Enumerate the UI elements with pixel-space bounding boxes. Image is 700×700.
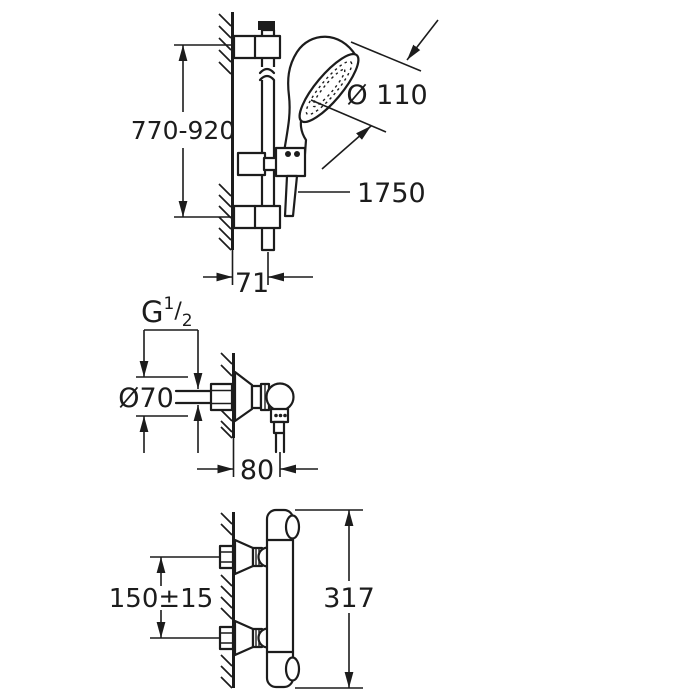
thermostat-body xyxy=(265,508,295,689)
wall-bracket-bottom xyxy=(232,204,282,230)
hose-coupling-dot xyxy=(285,151,291,157)
hand-shower-spray-ring-outer xyxy=(305,60,353,116)
view-shower-rail-set: 770-920 Ø 110 1750 71 xyxy=(131,12,439,299)
union-cylinder xyxy=(250,384,263,410)
view-wall-union: G1/2 Ø70 80 xyxy=(118,294,318,486)
wall-hatching-union-view xyxy=(220,352,233,439)
wall-bracket-top xyxy=(232,34,282,60)
hose-outlet xyxy=(269,407,290,454)
hand-shower-face xyxy=(298,52,360,124)
view-thermostat: 150±15 317 xyxy=(109,508,375,689)
supply-nipple xyxy=(174,389,213,405)
dim-wall-to-rail-label: 71 xyxy=(235,268,269,299)
dimension-body-height: 317 xyxy=(295,509,375,689)
ball-joint xyxy=(265,382,295,412)
thermostat-body-seams xyxy=(265,538,295,654)
dim-rail-height-label: 770-920 xyxy=(131,116,235,145)
escutcheon-cone xyxy=(233,370,254,423)
dimension-wall-to-rail: 71 xyxy=(203,250,313,299)
dim-escutcheon-diameter-label: Ø70 xyxy=(118,383,174,414)
dim-hose-length-label: 1750 xyxy=(357,178,426,209)
dim-thread-label: G1/2 xyxy=(141,294,193,331)
dim-wall-to-outlet-label: 80 xyxy=(240,455,274,486)
shower-hose xyxy=(283,174,299,218)
glide-element xyxy=(236,146,307,178)
hose-coupling-dot xyxy=(294,151,300,157)
hand-shower-spray-ring-inner xyxy=(312,68,346,108)
dim-head-diameter-label: Ø 110 xyxy=(346,80,427,111)
dimension-thread-size: G1/2 xyxy=(139,294,203,453)
union-nut xyxy=(209,382,234,412)
dimension-rail-height: 770-920 xyxy=(131,44,235,218)
dimension-hose-length: 1750 xyxy=(298,178,426,209)
dimension-connection-spacing: 150±15 xyxy=(109,556,219,639)
thermostat-handle-bottom xyxy=(284,656,301,682)
dimension-head-diameter: Ø 110 xyxy=(310,19,439,170)
dimension-escutcheon-diameter: Ø70 xyxy=(118,376,188,453)
wall-hatching-top-view xyxy=(218,13,232,251)
rail-break-symbol xyxy=(258,67,277,82)
wall-hatching-thermostat-view xyxy=(220,512,233,689)
rail-end-cap xyxy=(258,21,275,30)
thermostat-handle-top xyxy=(284,514,301,540)
dimension-wall-to-outlet: 80 xyxy=(197,438,318,486)
dim-body-height-label: 317 xyxy=(323,583,375,614)
dim-connection-spacing-label: 150±15 xyxy=(109,584,214,614)
